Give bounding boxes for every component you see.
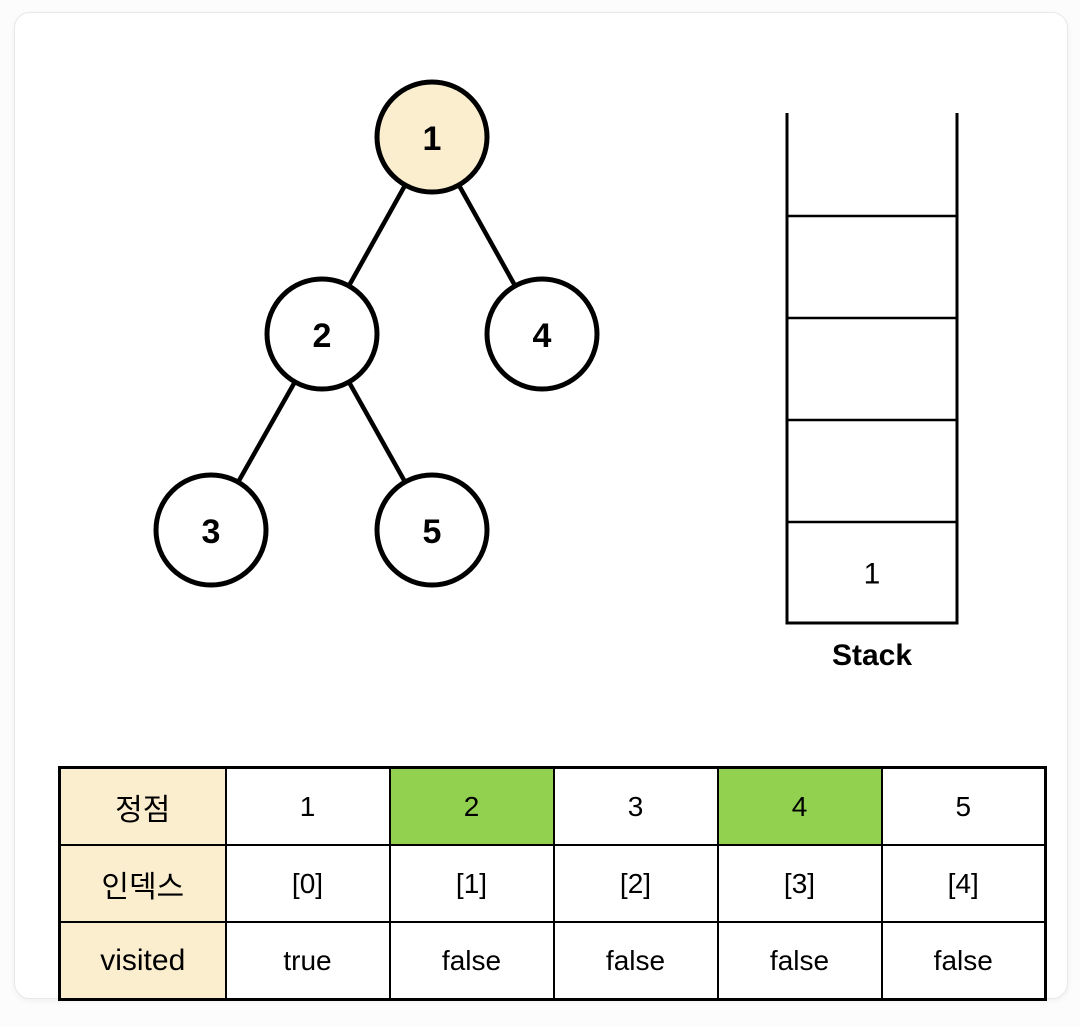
tree-node-4-label: 4: [533, 317, 552, 355]
index-cell-2: [2]: [552, 844, 719, 923]
tree-node-1-circle: [374, 79, 490, 195]
index-cell-4: [4]: [880, 844, 1047, 923]
tree-edge-1-2: [320, 135, 434, 336]
tree-node-2-circle: [264, 276, 380, 392]
tree-node-3: 3: [153, 472, 269, 588]
tree-node-4: 4: [484, 276, 600, 392]
index-cell-0: [0]: [224, 844, 391, 923]
row-header-index: 인덱스: [58, 844, 227, 923]
dfs-state-table: 정점 1 2 3 4 5 인덱스 [0] [1] [2] [3] [4] vis…: [58, 766, 1047, 1001]
index-cell-1: [1]: [388, 844, 555, 923]
table-row-index: 인덱스 [0] [1] [2] [3] [4]: [58, 844, 1047, 923]
row-header-vertex: 정점: [58, 766, 227, 846]
tree-edge-2-3: [209, 332, 324, 532]
tree-node-5-label: 5: [423, 513, 442, 551]
vertex-cell-5: 5: [880, 766, 1047, 846]
tree-edge-2-5: [320, 332, 434, 532]
visited-cell-3: false: [716, 921, 883, 1001]
table-row-visited: visited true false false false false: [58, 921, 1047, 1001]
stack-slot-4: 1: [864, 558, 881, 591]
tree-node-2: 2: [264, 276, 380, 392]
tree-node-5-circle: [374, 472, 490, 588]
vertex-cell-4: 4: [716, 766, 883, 846]
stack-diagram: 1 Stack: [785, 113, 959, 672]
tree-node-5: 5: [374, 472, 490, 588]
visited-cell-4: false: [880, 921, 1047, 1001]
tree-node-1-label: 1: [423, 120, 442, 158]
stack-label: Stack: [832, 639, 912, 672]
visited-cell-2: false: [552, 921, 719, 1001]
canvas-card: 1 2 4 3 5: [14, 12, 1068, 1001]
tree-node-1: 1: [374, 79, 490, 195]
vertex-cell-3: 3: [552, 766, 719, 846]
tree-edge-1-4: [430, 135, 544, 336]
visited-cell-1: false: [388, 921, 555, 1001]
tree-node-2-label: 2: [313, 317, 332, 355]
row-header-visited: visited: [58, 921, 227, 1001]
vertex-cell-2: 2: [388, 766, 555, 846]
tree-node-3-label: 3: [202, 513, 221, 551]
tree-node-4-circle: [484, 276, 600, 392]
vertex-cell-1: 1: [224, 766, 391, 846]
table-row-vertex: 정점 1 2 3 4 5: [58, 766, 1047, 846]
visited-cell-0: true: [224, 921, 391, 1001]
index-cell-3: [3]: [716, 844, 883, 923]
tree-node-3-circle: [153, 472, 269, 588]
